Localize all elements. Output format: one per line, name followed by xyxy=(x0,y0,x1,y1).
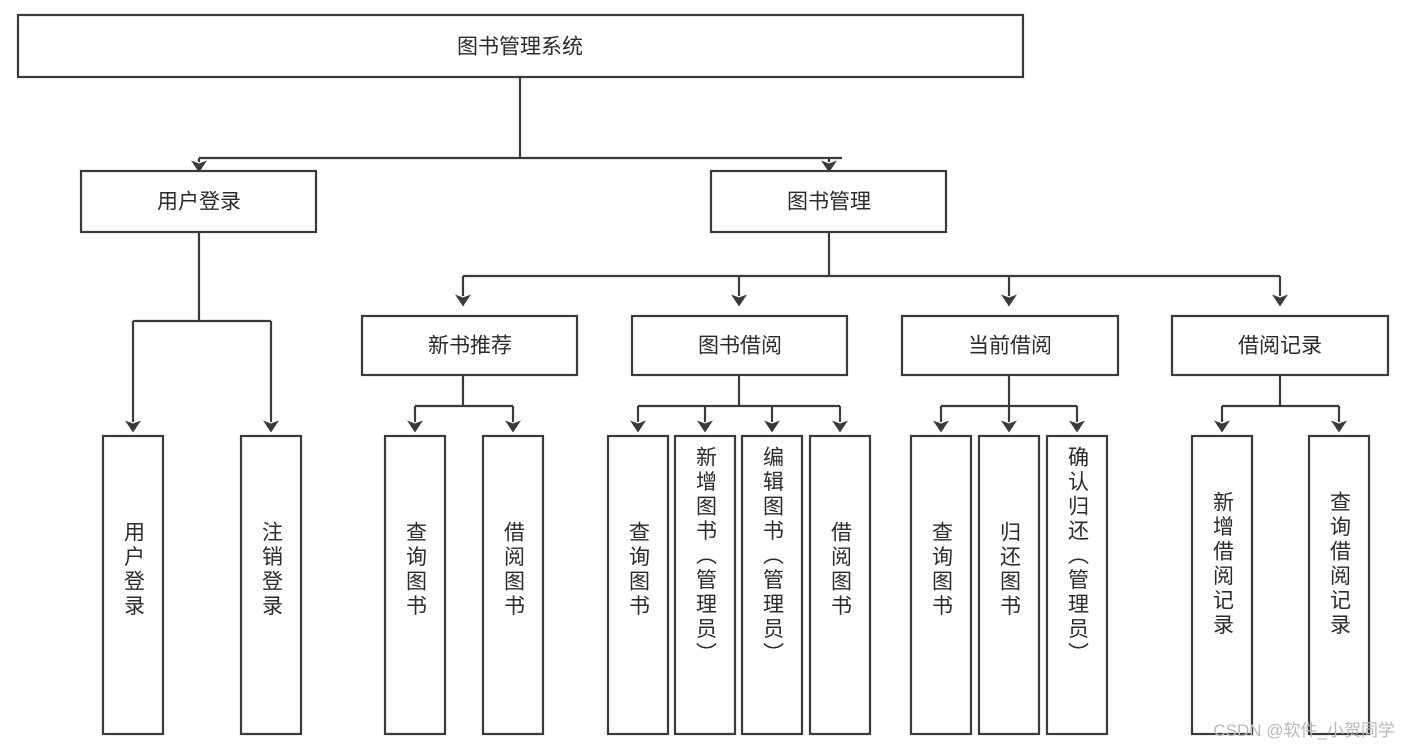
node-book-borrow-label: 图书借阅 xyxy=(698,335,782,358)
node-new-book-label: 新书推荐 xyxy=(428,335,512,358)
leaf-box-new-book-2[interactable] xyxy=(481,434,545,736)
leaf-box-book-borrow-4[interactable] xyxy=(808,434,872,736)
leaf-box-borrow-record-2[interactable] xyxy=(1307,434,1371,736)
leaf-box-book-borrow-3[interactable] xyxy=(740,434,804,736)
leaf-box-current-borrow-3[interactable] xyxy=(1045,434,1109,736)
node-root-label: 图书管理系统 xyxy=(457,36,583,59)
node-root-box xyxy=(16,13,1025,79)
node-root-book-system[interactable]: 图书管理系统 xyxy=(16,13,1025,79)
leaf-box-book-borrow-2[interactable] xyxy=(673,434,737,736)
node-user-login-label: 用户登录 xyxy=(157,191,241,214)
connector-layer xyxy=(125,77,1347,433)
leaf-box-user-login-1[interactable] xyxy=(101,434,165,736)
node-borrow-record-box xyxy=(1170,314,1390,377)
leaf-box-book-borrow-1[interactable] xyxy=(606,434,670,736)
node-user-login-box xyxy=(79,169,318,234)
node-borrow-record-label: 借阅记录 xyxy=(1238,335,1322,358)
leaf-box-layer xyxy=(101,434,1371,736)
leaf-box-current-borrow-1[interactable] xyxy=(909,434,973,736)
leaf-box-new-book-1[interactable] xyxy=(383,434,447,736)
node-book-manage-box xyxy=(709,169,948,234)
node-current-borrow-label: 当前借阅 xyxy=(968,335,1052,358)
node-current-borrow[interactable]: 当前借阅 xyxy=(900,314,1120,377)
node-new-book-box xyxy=(360,314,579,377)
leaf-box-user-login-2[interactable] xyxy=(239,434,303,736)
node-book-borrow-box xyxy=(630,314,849,377)
node-book-manage-label: 图书管理 xyxy=(787,191,871,214)
node-book-borrow[interactable]: 图书借阅 xyxy=(630,314,849,377)
node-new-book-recommend[interactable]: 新书推荐 xyxy=(360,314,579,377)
node-borrow-record[interactable]: 借阅记录 xyxy=(1170,314,1390,377)
node-book-manage[interactable]: 图书管理 xyxy=(709,169,948,234)
csdn-watermark: CSDN @软件_小贺同学 xyxy=(1213,721,1395,740)
leaf-box-current-borrow-2[interactable] xyxy=(977,434,1041,736)
node-current-borrow-box xyxy=(900,314,1120,377)
node-user-login[interactable]: 用户登录 xyxy=(79,169,318,234)
leaf-box-borrow-record-1[interactable] xyxy=(1190,434,1254,736)
